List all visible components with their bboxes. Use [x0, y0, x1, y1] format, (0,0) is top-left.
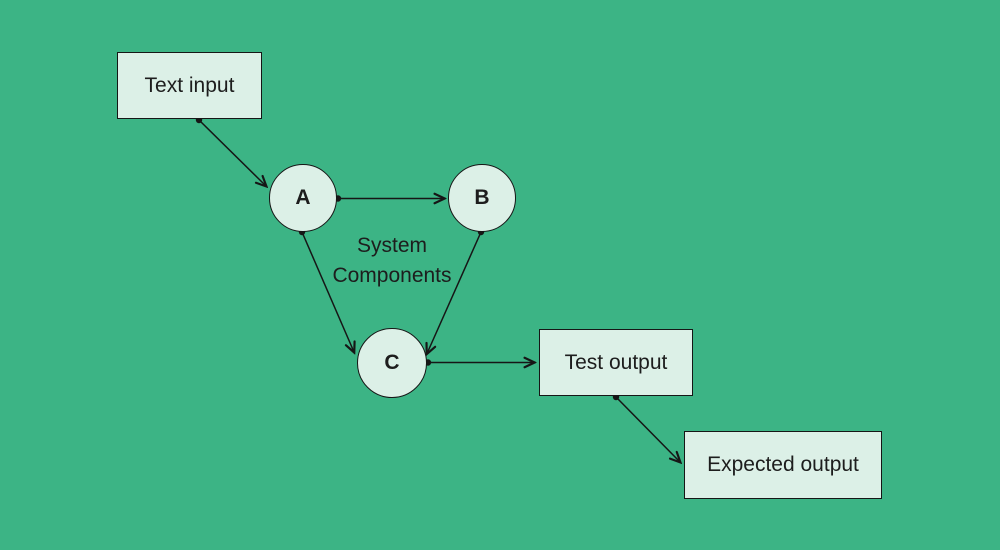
node-b: B — [448, 164, 516, 232]
node-b-label: B — [474, 186, 490, 209]
edge-a-to-b — [334, 195, 444, 201]
edge-text-input-to-a — [195, 116, 266, 186]
edge-c-to-test-output — [424, 359, 534, 365]
node-text-input-label: Text input — [144, 73, 235, 97]
node-test-output: Test output — [539, 329, 693, 396]
node-c: C — [357, 328, 427, 398]
node-expected-output-label: Expected output — [707, 453, 859, 476]
node-text-input: Text input — [117, 52, 262, 119]
edge-test-output-to-expected-output — [612, 393, 680, 462]
node-c-label: C — [384, 351, 400, 374]
node-test-output-label: Test output — [564, 350, 668, 374]
node-expected-output: Expected output — [684, 431, 882, 499]
system-components-annotation: System Components — [332, 234, 452, 287]
node-a: A — [269, 164, 337, 232]
node-a-label: A — [295, 186, 311, 209]
